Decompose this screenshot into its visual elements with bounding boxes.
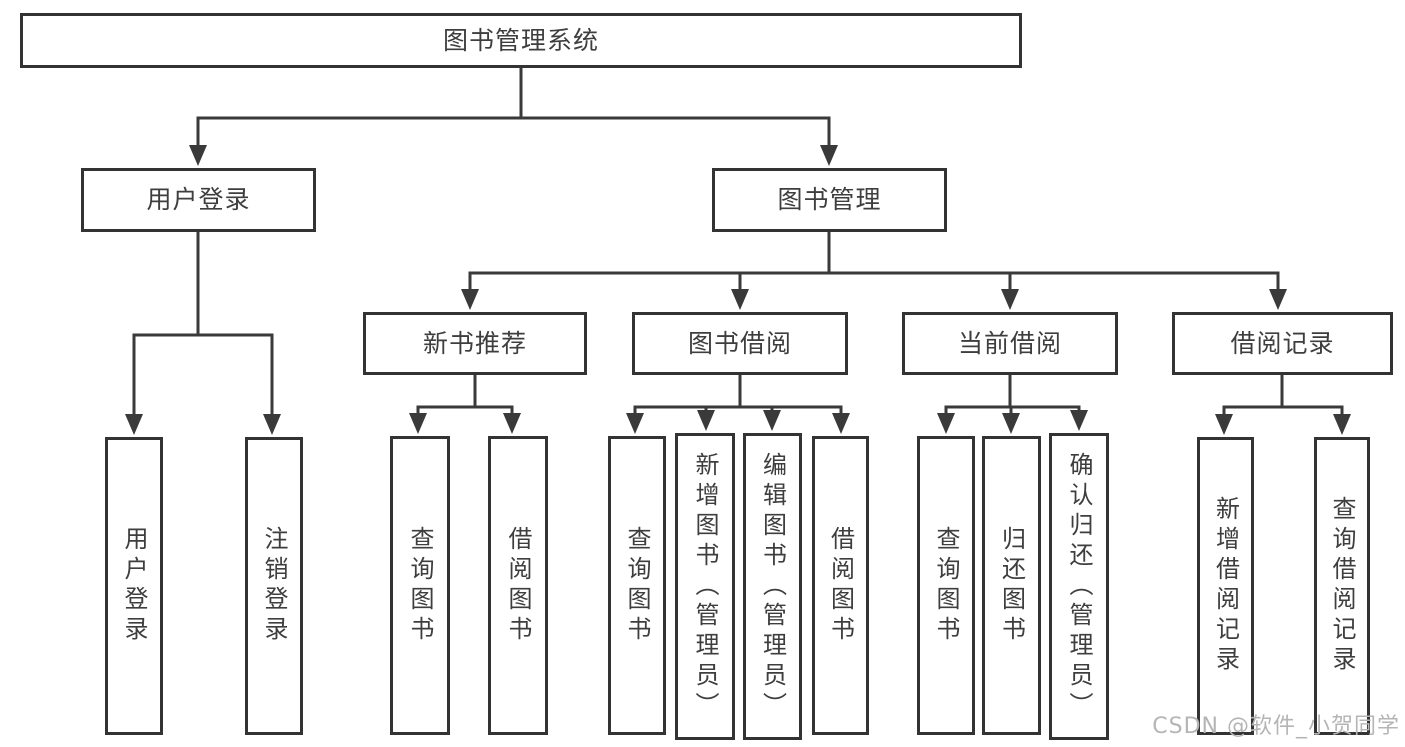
node-logout: 注销登录 bbox=[245, 437, 303, 735]
node-add-borrow-record: 新增借阅记录 bbox=[1197, 437, 1254, 735]
node-add-book-admin: 新增图书（管理员） bbox=[675, 433, 735, 740]
node-user-login: 用户登录 bbox=[81, 168, 316, 232]
node-current-query-book: 查询图书 bbox=[917, 436, 975, 735]
watermark: CSDN @软件_小贺同学 bbox=[1152, 714, 1400, 739]
node-new-book-recommend: 新书推荐 bbox=[363, 312, 587, 375]
node-library-management-system: 图书管理系统 bbox=[20, 13, 1022, 68]
node-book-management: 图书管理 bbox=[712, 168, 947, 232]
node-return-book: 归还图书 bbox=[982, 436, 1041, 735]
node-borrow-book-leaf: 借阅图书 bbox=[812, 436, 869, 735]
node-edit-book-admin: 编辑图书（管理员） bbox=[743, 433, 802, 740]
node-recommend-query-book: 查询图书 bbox=[390, 436, 450, 735]
node-book-borrow: 图书借阅 bbox=[632, 312, 848, 375]
node-confirm-return-admin: 确认归还（管理员） bbox=[1049, 433, 1109, 740]
node-borrow-record: 借阅记录 bbox=[1172, 312, 1393, 375]
node-user-login-leaf: 用户登录 bbox=[105, 437, 163, 735]
node-current-borrow: 当前借阅 bbox=[902, 312, 1118, 375]
node-recommend-borrow-book: 借阅图书 bbox=[488, 436, 548, 735]
node-borrow-query-book: 查询图书 bbox=[608, 436, 666, 735]
node-query-borrow-record: 查询借阅记录 bbox=[1314, 437, 1370, 735]
